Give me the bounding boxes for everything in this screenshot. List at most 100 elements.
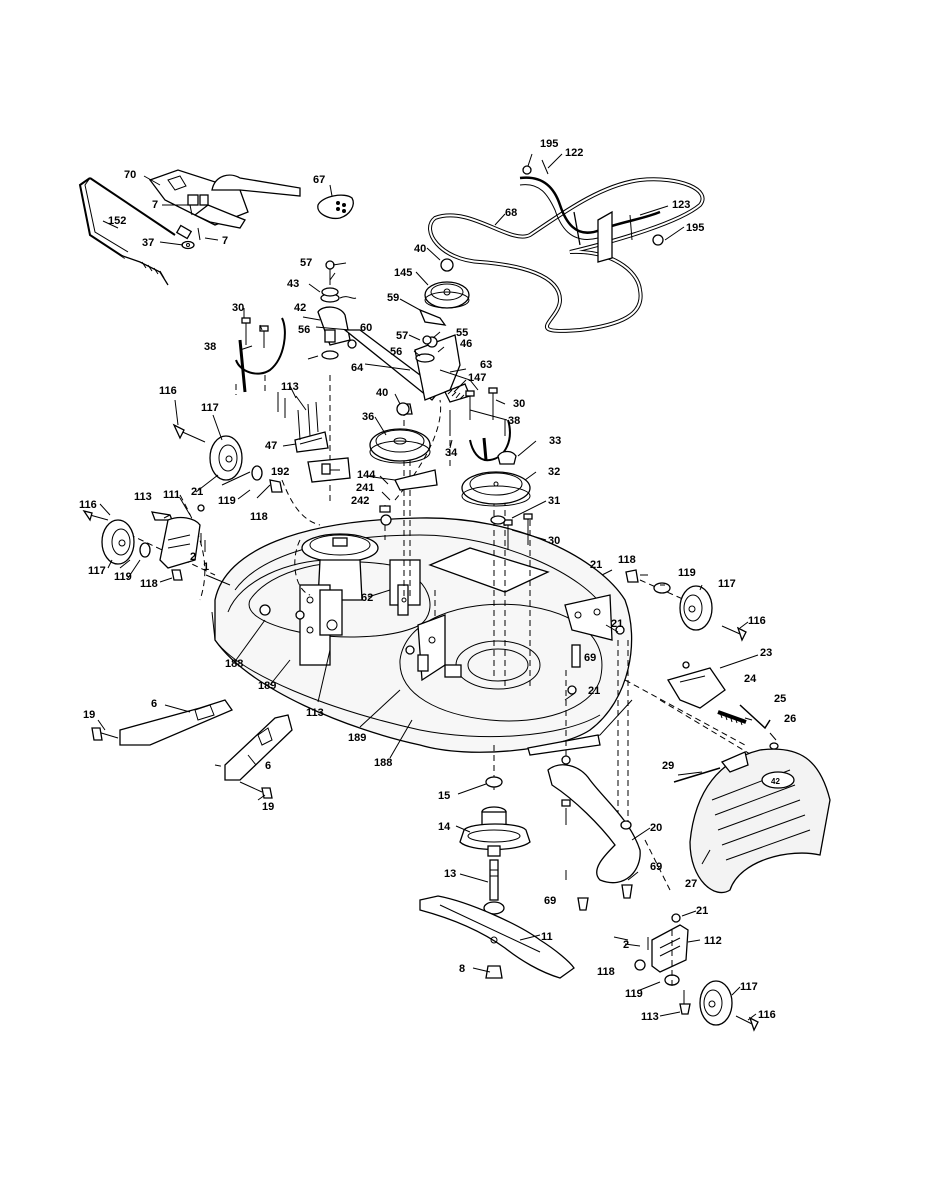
callout-13: 13 [444,868,456,880]
callout-21d: 21 [588,685,600,697]
deck-pulley-32 [461,471,531,507]
callout-119d: 119 [625,988,643,1000]
callout-25: 25 [774,693,786,705]
callout-6b: 6 [265,760,271,772]
callout-116b: 116 [79,499,97,511]
callout-60: 60 [360,322,372,334]
callout-40: 40 [414,243,426,255]
drive-belt [428,177,705,333]
callout-labels: 70 7 7 152 37 67 195 122 68 123 195 40 1… [79,138,796,1023]
callout-38b: 38 [508,415,520,427]
callout-21b: 21 [590,559,602,571]
callout-34: 34 [445,447,458,459]
guard-47 [294,401,329,453]
callout-37: 37 [142,237,154,249]
belt-guide [519,159,664,263]
spring-24-rod-25 [673,704,779,783]
callout-195b: 195 [686,222,704,234]
chute-logo-text: 42 [771,777,780,786]
callout-113d: 113 [641,1011,659,1023]
callout-19b: 19 [262,801,274,813]
callout-117d: 117 [740,981,758,993]
callout-38: 38 [204,341,216,353]
callout-36: 36 [362,411,374,423]
callout-23: 23 [760,647,772,659]
small-hardware [321,260,517,526]
callout-117b: 117 [88,565,106,577]
callout-1: 1 [203,561,209,573]
callout-145: 145 [394,267,412,279]
callout-42: 42 [294,302,306,314]
callout-113b: 113 [134,491,152,503]
callout-56b: 56 [390,346,402,358]
deck-support-6-lower [224,714,293,799]
callout-111: 111 [163,489,180,501]
callout-119c: 119 [678,567,696,579]
callout-43: 43 [287,278,299,290]
callout-113: 113 [281,381,299,393]
callout-11: 11 [541,931,553,943]
spring-38-left [235,317,286,393]
idler-pulley-36 [369,403,438,491]
spring-38-right [469,419,511,462]
callout-144: 144 [357,469,376,481]
callout-8: 8 [459,963,465,975]
idler-pulley-145 [424,258,470,309]
callout-69b: 69 [650,861,662,873]
callout-67: 67 [313,174,325,186]
callout-64: 64 [351,362,364,374]
callout-30b: 30 [513,398,525,410]
callout-56: 56 [298,324,310,336]
callout-55: 55 [456,327,468,339]
baffle-20 [547,755,641,911]
callout-2: 2 [190,551,196,563]
callout-6: 6 [151,698,157,710]
callout-118b: 118 [140,578,158,590]
callout-27: 27 [685,878,697,890]
callout-30: 30 [232,302,244,314]
callout-29: 29 [662,760,674,772]
gauge-wheel-right-upper [625,569,747,642]
callout-69c: 69 [544,895,556,907]
callout-40b: 40 [376,387,388,399]
callout-32: 32 [548,466,560,478]
callout-113c: 113 [306,707,324,719]
bracket-192 [307,457,351,483]
gauge-wheel-upper-left [172,423,283,493]
callout-188b: 188 [374,757,392,769]
callout-117c: 117 [718,578,736,590]
deck-support-6-upper [91,699,233,746]
callout-242: 242 [351,495,369,507]
callout-62: 62 [361,592,373,604]
callout-59: 59 [387,292,399,304]
callout-118d: 118 [597,966,615,978]
callout-112: 112 [704,935,722,947]
callout-30c: 30 [548,535,560,547]
callout-31: 31 [548,495,560,507]
callout-21c: 21 [611,618,623,630]
callout-116d: 116 [758,1009,776,1021]
knob [317,194,354,220]
chute-27: 42 [689,748,831,894]
callout-152: 152 [108,215,126,227]
callout-70: 70 [124,169,136,181]
callout-46: 46 [460,338,472,350]
callout-20: 20 [650,822,662,834]
callout-119: 119 [218,495,236,507]
callout-69: 69 [584,652,596,664]
callout-14: 14 [438,821,451,833]
callout-21: 21 [191,486,203,498]
idler-arm [317,293,479,403]
callout-116: 116 [159,385,177,397]
callout-19: 19 [83,709,95,721]
callout-21e: 21 [696,905,708,917]
lift-cable-assembly [78,177,193,286]
bracket-23 [667,661,726,709]
callout-147: 147 [468,372,486,384]
callout-195: 195 [540,138,558,150]
callout-189: 189 [258,680,276,692]
gauge-wheel-lower-left [82,504,205,581]
callout-15: 15 [438,790,450,802]
callout-189b: 189 [348,732,366,744]
